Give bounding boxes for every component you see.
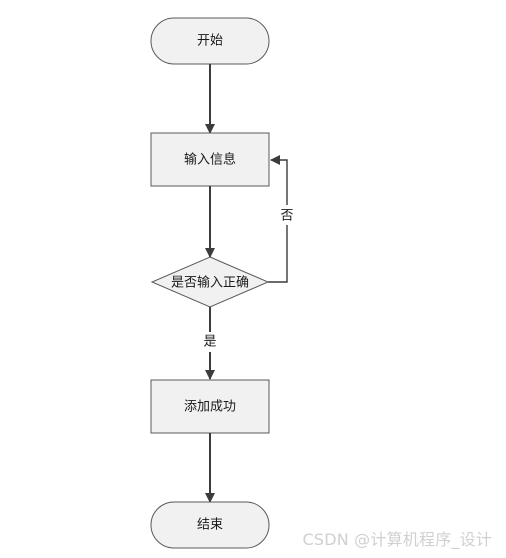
input-label: 输入信息 [184,152,236,168]
end-label: 结束 [197,518,223,533]
no-label-background [278,205,296,225]
check-label: 是否输入正确 [171,275,249,291]
end-terminator-shape [150,501,270,549]
input-node: 输入信息 [150,132,270,187]
start-label: 开始 [197,34,223,49]
no-edge-label: 否 [280,209,293,224]
success-process-shape [150,379,270,434]
start-node: 开始 [150,17,270,65]
yes-edge-label: 是 [203,335,216,350]
yes-label-background [200,332,220,352]
end-node: 结束 [150,501,270,549]
success-node: 添加成功 [150,379,270,434]
check-node: 是否输入正确 [150,256,270,308]
input-process-shape [150,132,270,187]
success-label: 添加成功 [184,400,236,415]
csdn-watermark: CSDN @计算机程序_设计 [302,530,492,549]
